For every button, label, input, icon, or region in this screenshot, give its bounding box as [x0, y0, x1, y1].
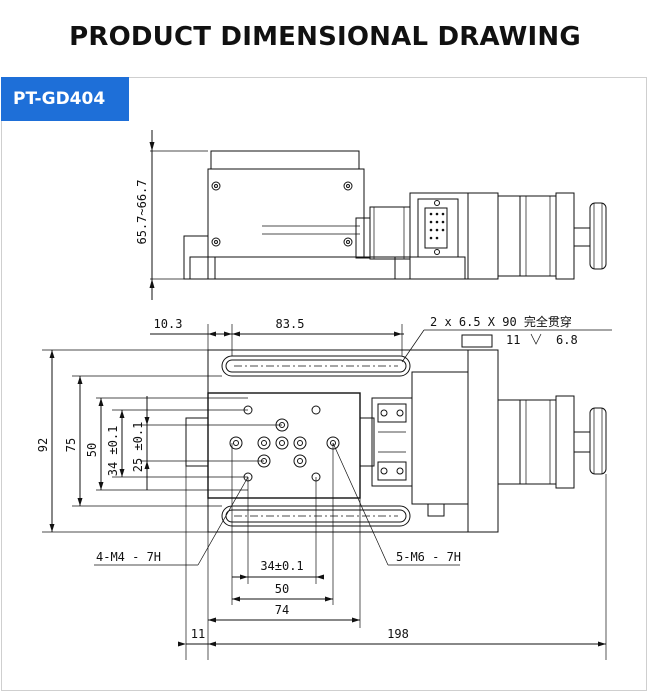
dim-34-h: 34±0.1 — [260, 559, 303, 573]
top-dimensions: 10.3 83.5 2 x 6.5 X 90 完全贯穿 11 6.8 — [150, 314, 612, 363]
side-view: 65.7~66.7 — [135, 130, 607, 300]
dim-75: 75 — [64, 438, 78, 452]
bottom-dimensions: 34±0.1 50 74 11 198 — [178, 443, 607, 660]
dim-50-v: 50 — [85, 443, 99, 457]
dim-74-h: 74 — [275, 603, 289, 617]
dim-11-bottom: 11 — [191, 627, 205, 641]
hole-callouts: 4-M4 - 7H 5-M6 - 7H — [94, 442, 461, 566]
m6-note: 5-M6 - 7H — [396, 550, 461, 564]
model-badge: PT-GD404 — [1, 77, 129, 121]
dim-25-v: 25 ±0.1 — [131, 422, 145, 473]
dim-34-v: 34 ±0.1 — [106, 426, 120, 477]
page-title: PRODUCT DIMENSIONAL DRAWING — [69, 22, 581, 52]
left-dimensions: 92 75 50 34 ±0.1 25 ±0.1 — [36, 349, 282, 533]
dim-83-5: 83.5 — [276, 317, 305, 331]
drawing-frame — [1, 77, 647, 691]
dim-6-8: 6.8 — [556, 333, 578, 347]
dim-198: 198 — [387, 627, 409, 641]
m4-note: 4-M4 - 7H — [96, 550, 161, 564]
dim-11-top: 11 — [506, 333, 520, 347]
dim-92: 92 — [36, 438, 50, 452]
dim-50-h: 50 — [275, 582, 289, 596]
slot-note: 2 x 6.5 X 90 完全贯穿 — [430, 314, 572, 329]
dim-10-3: 10.3 — [154, 317, 183, 331]
dim-side-height: 65.7~66.7 — [135, 179, 149, 244]
top-view — [185, 334, 607, 533]
